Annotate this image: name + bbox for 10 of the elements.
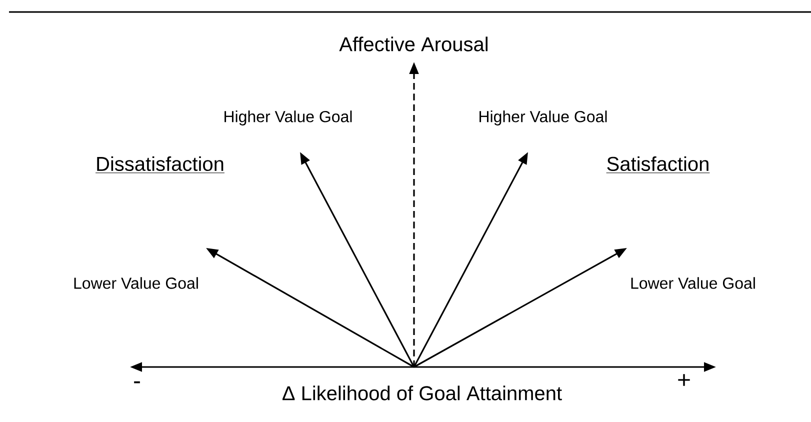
arrow-label: Lower Value Goal — [631, 277, 755, 289]
axis-end-label: Satisfaction — [606, 156, 710, 174]
axis-title: Affective Arousal — [339, 36, 488, 52]
axis-title: Δ Likelihood of Goal Attainment — [282, 386, 562, 400]
arrow-label: Higher Value Goal — [480, 110, 607, 126]
axis-end-label: Dissatisfaction — [95, 156, 225, 174]
minus-sign: - — [134, 381, 140, 384]
arrow-label: Lower Value Goal — [74, 277, 198, 289]
plus-sign: + — [678, 374, 690, 386]
arrow-label: Higher Value Goal — [224, 110, 352, 126]
